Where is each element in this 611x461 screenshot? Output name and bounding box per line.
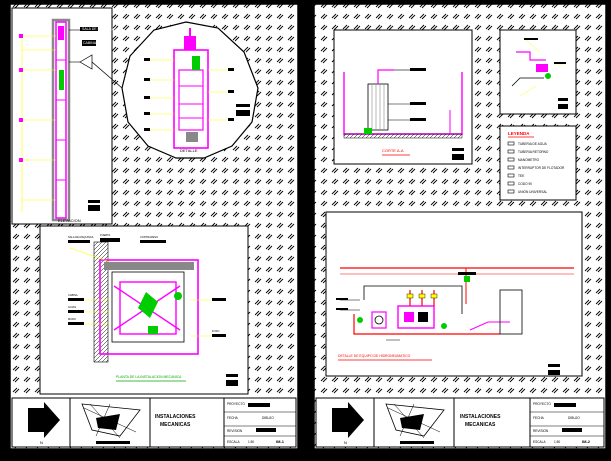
schematic-view: DETALLE DE EQUIPO DE HIDRONEUMATICO <box>325 211 583 377</box>
title-block-2: N INSTALACIONES MECANICAS PROYECTO FECHA… <box>315 397 605 448</box>
plan-note-0: SALA DE MAQUINAS <box>68 235 94 239</box>
elevation-view: SALA DE MAQUINAS CABINA ELEVACION <box>11 7 117 225</box>
north-arrow-icon <box>28 402 60 438</box>
elevation-mid-label: CABINA <box>83 41 97 45</box>
project-subtitle: MECANICAS <box>160 422 191 428</box>
label-proyecto: PROYECTO <box>227 402 245 406</box>
detail-label: DETALLE <box>180 148 198 153</box>
label-dibujo: DIBUJO <box>568 416 580 420</box>
plan-note-3: CABINA <box>68 293 78 297</box>
legend-item-6: UNION UNIVERSAL <box>518 190 547 194</box>
sheet-number: IM-2 <box>582 439 591 444</box>
legend-panel: LEYENDA TUBERIA DE AGUA TUBERIA RETORNO MA… <box>499 125 577 201</box>
legend-symbol-elbow-icon <box>507 181 515 186</box>
project-title: INSTALACIONES <box>155 414 196 420</box>
legend-item-3: INTERRUPTOR DE FLOTADOR <box>518 166 565 170</box>
project-title: INSTALACIONES <box>460 414 501 420</box>
legend-symbol-float-switch-icon <box>507 165 515 170</box>
elevation-title: ELEVACION <box>58 218 81 223</box>
section-view: CORTE A-A <box>333 29 473 165</box>
section-title: CORTE A-A <box>382 148 404 153</box>
legend-symbol-return-pipe-icon <box>507 149 515 154</box>
scale-label: ESCALA <box>227 440 240 444</box>
label-revision: REVISION <box>227 429 243 433</box>
plan-note-5: MURO <box>68 317 76 321</box>
legend-symbol-tee-pipe-icon <box>507 141 515 146</box>
plan-note-2: CONTRAPESO <box>140 235 158 239</box>
legend-symbol-union-icon <box>507 189 515 194</box>
north-label: N <box>344 440 347 445</box>
project-subtitle: MECANICAS <box>465 422 496 428</box>
legend-item-2: MANOMETRO <box>518 158 540 162</box>
label-proyecto: PROYECTO <box>533 402 551 406</box>
schematic-title: DETALLE DE EQUIPO DE HIDRONEUMATICO <box>338 354 411 358</box>
label-revision: REVISION <box>533 429 549 433</box>
plan-note-4: GUIAS <box>68 305 76 309</box>
small-detail-view <box>499 29 577 115</box>
legend-item-0: TUBERIA DE AGUA <box>518 142 548 146</box>
title-block-1: N INSTALACIONES MECANICAS PROYECTO FECHA… <box>11 397 297 448</box>
scale-label: ESCALA <box>533 440 546 444</box>
sheet-1: SALA DE MAQUINAS CABINA ELEVACION <box>2 2 302 454</box>
legend-symbol-gauge-icon <box>507 157 515 162</box>
sheet-number: IM-1 <box>276 439 285 444</box>
legend-item-4: TEE <box>518 174 524 178</box>
north-arrow-icon <box>332 402 364 438</box>
scale-value: 1:50 <box>248 440 254 444</box>
label-dibujo: DIBUJO <box>262 416 274 420</box>
legend-title: LEYENDA <box>508 131 530 136</box>
legend-item-1: TUBERIA RETORNO <box>518 150 549 154</box>
legend-item-5: CODO 90 <box>518 182 532 186</box>
detail-view: DETALLE <box>91 21 259 159</box>
elevation-top-label: SALA DE MAQUINAS <box>82 27 117 31</box>
plan-view: SALA DE MAQUINAS PUERTA CONTRAPESO CABIN… <box>39 225 249 395</box>
plan-note-1: PUERTA <box>100 233 111 237</box>
scale-value: 1:50 <box>554 440 560 444</box>
plan-title: PLANTA DE LA INSTALACION MECANICA <box>116 375 182 379</box>
legend-symbol-tee-icon <box>507 173 515 178</box>
label-fecha: FECHA <box>533 416 545 420</box>
label-fecha: FECHA <box>227 416 239 420</box>
plan-note-6: FOSO <box>212 329 219 333</box>
sheet-2: CORTE A-A LEYENDA <box>308 2 609 454</box>
north-label: N <box>40 440 43 445</box>
